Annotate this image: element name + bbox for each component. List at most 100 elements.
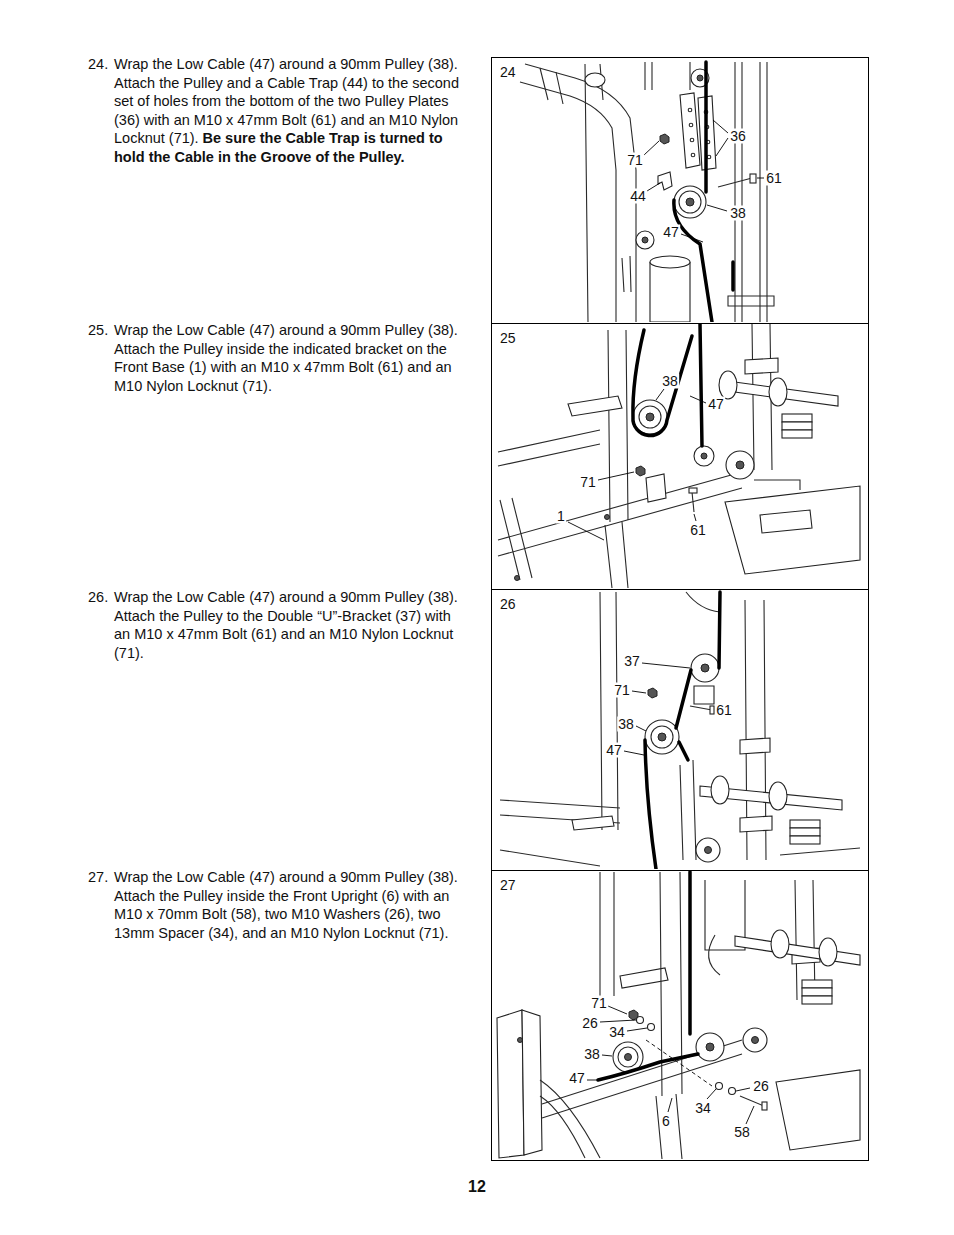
frame-tube-part [522,1010,542,1155]
callout-number: 26 [752,1079,770,1094]
hardware-part [710,706,714,714]
frame-tube-part [728,296,774,306]
step25-illustration [498,324,860,588]
callout-number: 34 [694,1101,712,1116]
callout-number: 71 [579,475,597,490]
base-frame-part [498,472,742,556]
weight-stack-part [771,930,789,958]
step24-illustration [520,62,774,322]
pulley-part [686,198,694,206]
base-frame-part [608,330,628,522]
weight-stack-part [725,486,860,574]
leader-lines [568,389,706,540]
pulley-part [646,413,654,421]
weight-stack-part [790,836,820,844]
cable [598,872,698,1080]
bracket [636,466,697,512]
pulley-plates [680,69,716,170]
callout-number: 61 [765,171,783,186]
step-number: 24. [88,55,108,74]
callout-number: 6 [661,1114,671,1129]
pulley-plates-part [688,108,692,112]
leader-lines-part [736,1088,750,1091]
weight-stack-part [790,828,820,836]
callout-number: 47 [662,225,680,240]
callout-number: 71 [626,153,644,168]
hardware-part [648,688,657,698]
step26-illustration [500,592,860,869]
base-frame-part [500,498,532,580]
instruction-paragraph: Wrap the Low Cable (47) around a 90mm Pu… [114,321,464,395]
callout-number: 38 [661,374,679,389]
hardware-part [740,1096,764,1106]
callout-number: 26 [581,1016,599,1031]
weight-stack-part [745,358,778,374]
weight-stack-part [754,480,800,490]
cable-part [598,1054,698,1080]
frame-tube-part [500,850,600,866]
weight-stack-part [726,451,754,479]
bracket-part [636,466,645,476]
frame-tube-part [520,82,616,322]
cable-part [676,670,691,728]
leader-lines-part [642,663,690,668]
pulley-part [674,186,706,218]
leader-lines-part [681,234,703,242]
weight-stack-part [782,422,812,430]
cylinder [705,880,745,975]
step-panel: 25 [491,323,869,590]
pulley [645,654,720,862]
leader-lines-part [668,1098,672,1112]
hardware-part [648,1024,655,1031]
leader-lines-part [757,178,764,179]
instruction-text: Wrap the Low Cable (47) around a 90mm Pu… [114,869,458,941]
cable [674,62,733,322]
leader-lines-part [636,726,646,731]
pulley-part [651,726,673,748]
step-number: 27. [88,868,108,887]
leader-lines-part [624,751,644,755]
frame-tube-part [600,872,614,1000]
frame-tube [500,592,772,866]
frame-tube-part [740,738,770,754]
cylinder-part [650,256,690,268]
frame-tube-part [540,68,563,104]
leader-lines-part [627,1028,647,1031]
pulley-part [706,1043,714,1051]
frame-tube-part [497,1010,524,1158]
weight-stack-part [760,510,812,533]
pulley-part [752,1037,759,1044]
cylinder-part [650,262,690,322]
frame-tube-part [540,1080,600,1158]
pulley-part [645,720,679,754]
cable-part [688,872,692,1034]
callout-number: 36 [729,129,747,144]
bracket-part [646,474,666,502]
pulley-part [694,686,714,704]
pulley-part [625,1054,632,1061]
hardware-part [637,1017,644,1024]
hardware-part [718,178,752,187]
pulley-plates-part [690,138,694,142]
leader-lines-part [644,141,659,155]
frame-tube-part [686,592,720,612]
weight-stack-part [790,820,820,828]
callout-number: 61 [689,523,707,538]
callout-number: 47 [568,1071,586,1086]
weight-stack-part [719,371,737,399]
leader-lines-part [608,1006,627,1014]
base-frame-part [605,515,610,520]
cylinder-part [622,256,631,292]
weight-stack-part [736,461,744,469]
callout-number: 1 [556,509,566,524]
weight-stack-part [776,1070,860,1150]
base-frame-part [605,522,628,588]
step-panel: 26 [491,589,869,871]
base-frame-part [568,396,622,416]
leader-lines [644,120,764,242]
pulley-part [701,453,707,459]
base-frame-part [498,430,600,466]
pulley-part [691,654,719,682]
leader-lines-part [690,396,706,403]
instruction-paragraph: Wrap the Low Cable (47) around a 90mm Pu… [114,868,464,942]
